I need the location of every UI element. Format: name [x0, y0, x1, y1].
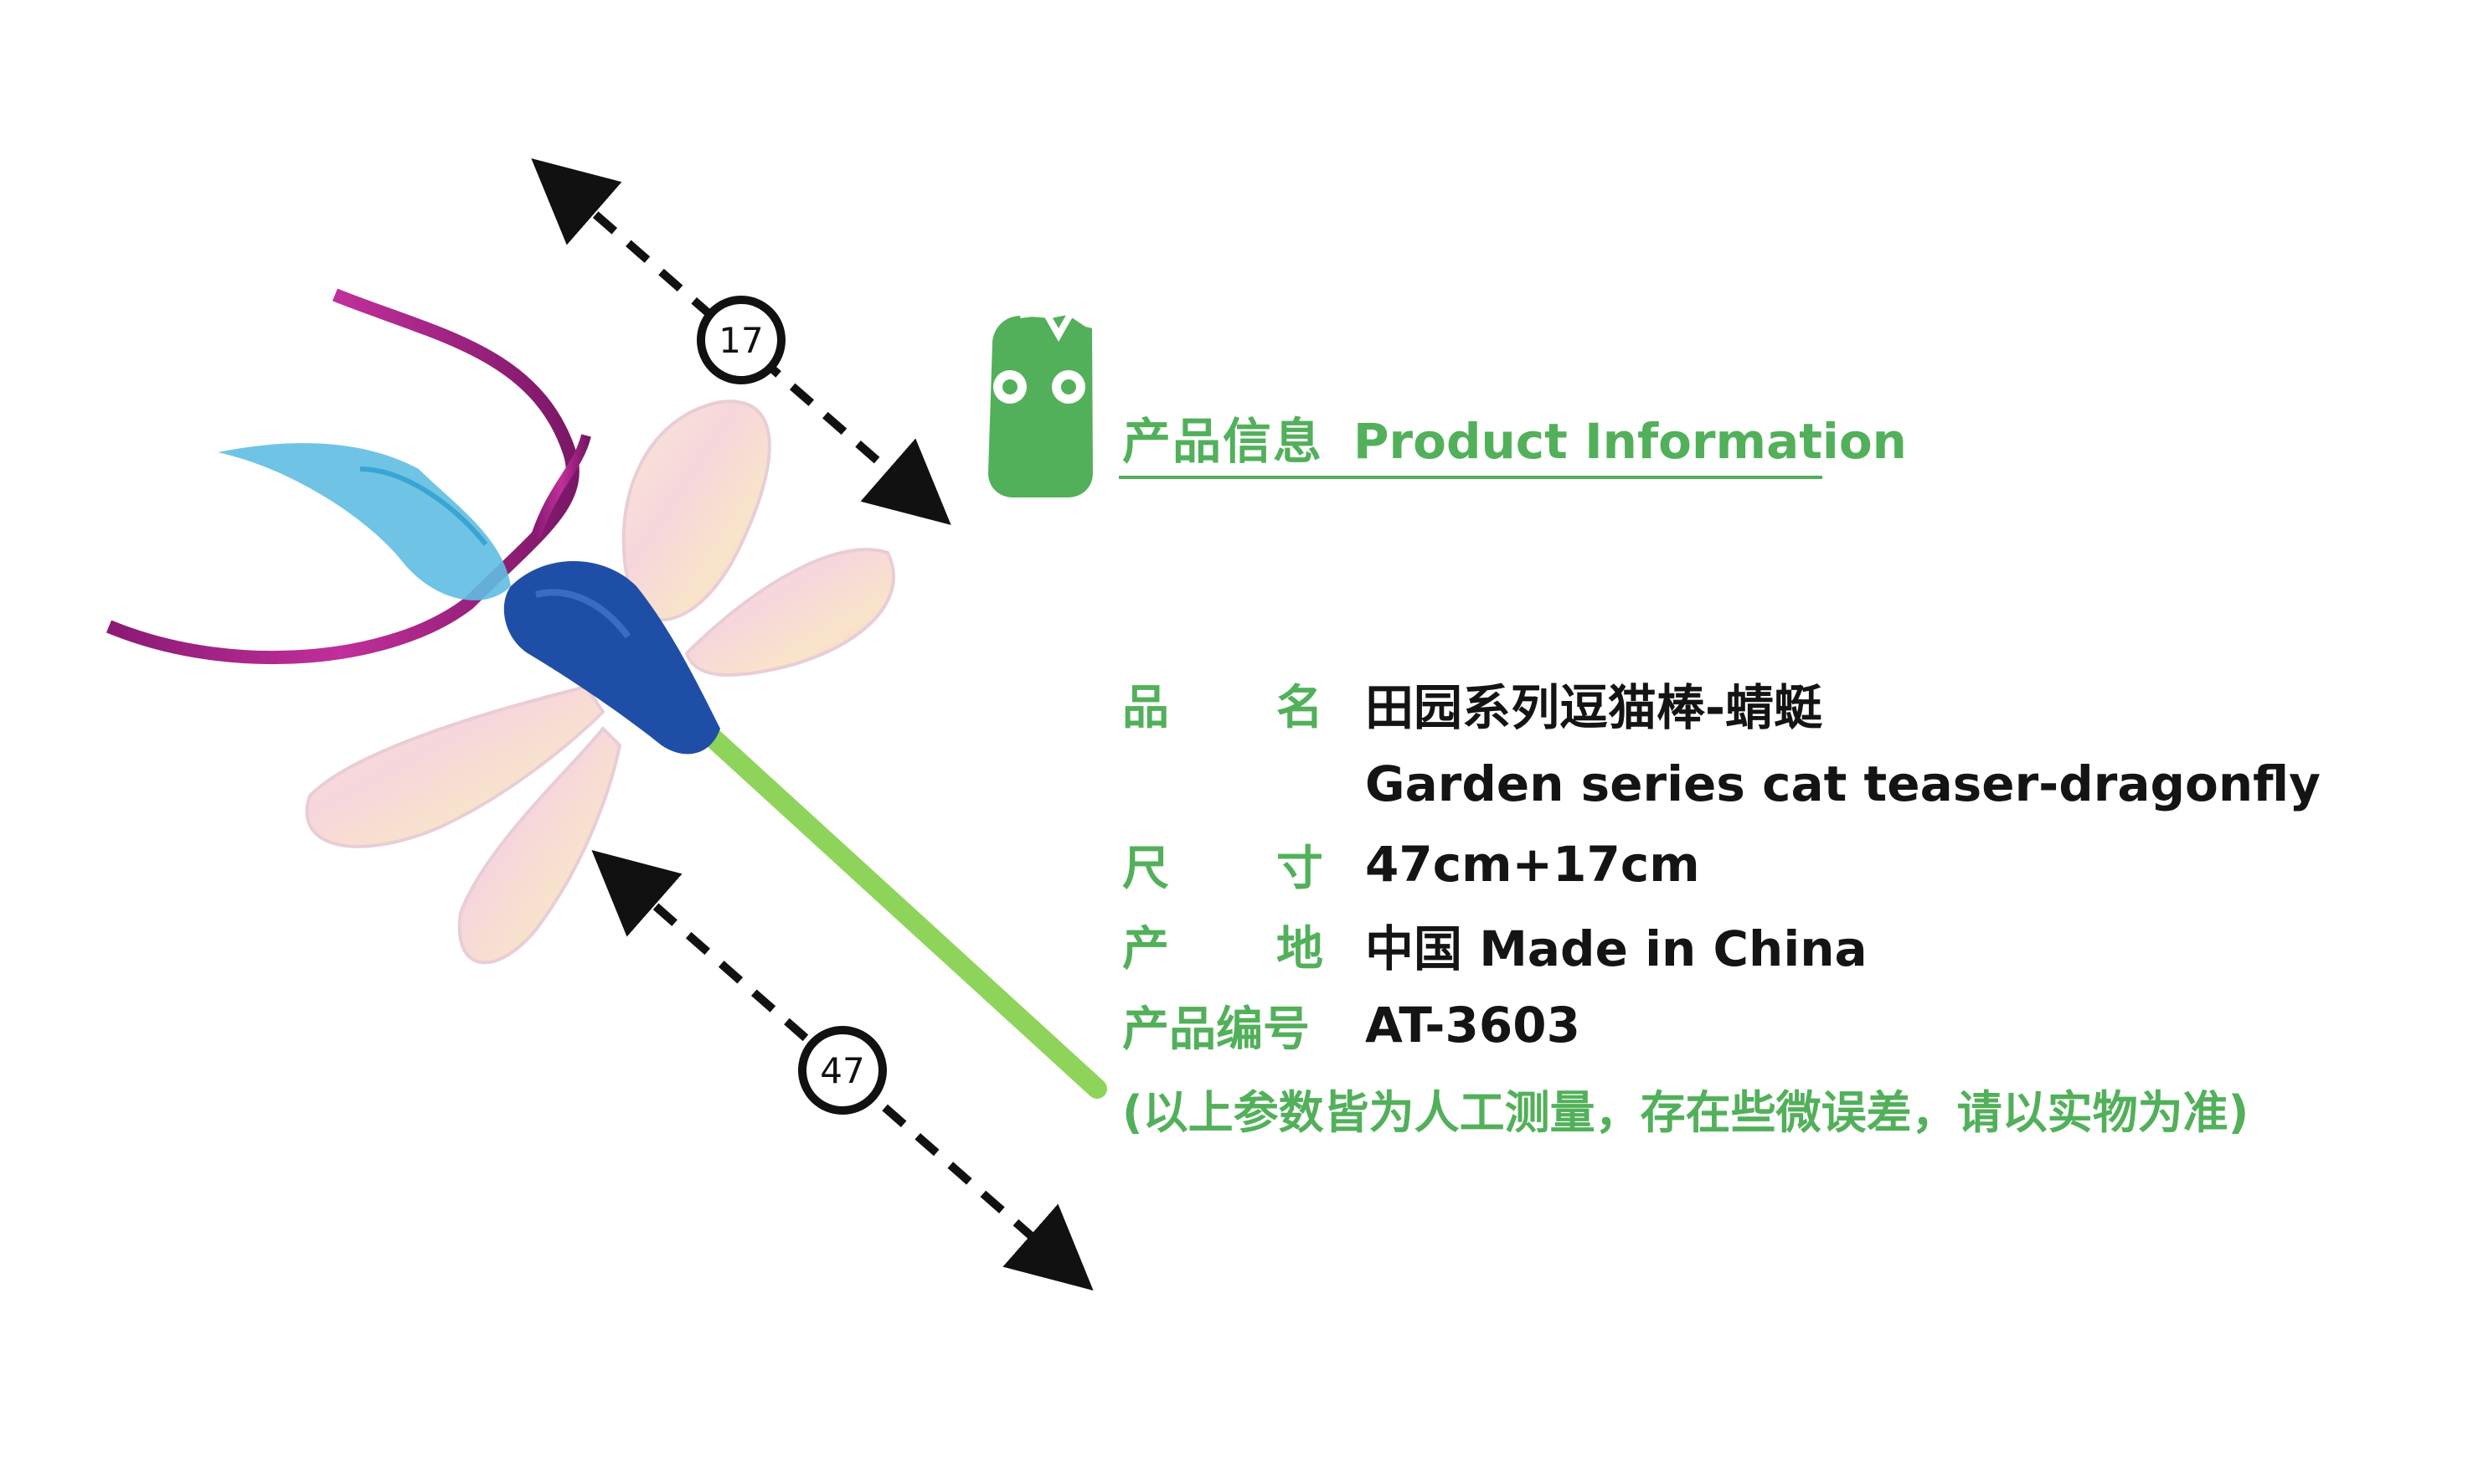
info-row-code: 产品编号 AT-3603: [1122, 992, 1580, 1059]
info-value-code: AT-3603: [1365, 997, 1580, 1054]
info-label-size: 尺 寸: [1122, 831, 1323, 899]
info-row-origin: 产 地 中国 Made in China: [1122, 911, 1868, 978]
toy-ribbon: [531, 434, 591, 538]
toy-feather: [218, 443, 511, 600]
info-value-name-cn: 田园系列逗猫棒-蜻蜓: [1365, 679, 1823, 736]
info-label-char: 名: [1276, 680, 1323, 735]
info-label-origin: 产 地: [1122, 911, 1323, 979]
top-dimension-arrow: 17: [531, 158, 951, 525]
info-label-char: 尺: [1122, 841, 1169, 896]
info-row-name-en: Garden series cat teaser-dragonfly: [1122, 750, 2321, 817]
info-header: 产品信息 Product Information: [1122, 402, 1907, 470]
info-label-code: 产品编号: [1122, 992, 1323, 1059]
info-row-size: 尺 寸 47cm+17cm: [1122, 831, 1700, 898]
info-label-char: 品: [1122, 680, 1169, 735]
green-cat-head-icon: [988, 307, 1094, 497]
toy-body-texture: [535, 589, 631, 639]
info-label-char: 产: [1122, 921, 1169, 976]
toy-feather-shaft: [359, 466, 488, 546]
header-underline: [1119, 476, 1822, 479]
header-title-cn: 产品信息: [1122, 413, 1324, 470]
toy-stick: [702, 727, 1107, 1099]
dragonfly-toy-image: [106, 288, 1107, 1099]
bottom-dimension-label: 47: [820, 1050, 864, 1091]
info-label-name: 品 名: [1122, 670, 1323, 738]
top-dimension-badge: [697, 296, 786, 384]
toy-wing: [305, 684, 605, 848]
info-label-text: 产品编号: [1122, 1002, 1310, 1057]
toy-body: [503, 561, 720, 755]
info-label-char: 地: [1276, 921, 1323, 976]
measurement-disclaimer: (以上参数皆为人工测量，存在些微误差，请以实物为准): [1122, 1086, 2249, 1139]
info-row-name: 品 名 田园系列逗猫棒-蜻蜓: [1122, 670, 1822, 737]
info-value-name-en: Garden series cat teaser-dragonfly: [1365, 755, 2321, 812]
bottom-dimension-badge: [798, 1026, 887, 1115]
toy-wing: [684, 548, 895, 677]
info-value-size: 47cm+17cm: [1365, 836, 1700, 893]
info-label-char: 寸: [1276, 841, 1323, 896]
bottom-dimension-arrow: 47: [591, 850, 1094, 1291]
top-dimension-label: 17: [719, 320, 763, 361]
header-title-en: Product Information: [1353, 413, 1907, 470]
toy-wing: [621, 399, 771, 622]
toy-wing: [457, 726, 622, 965]
info-value-origin: 中国 Made in China: [1365, 920, 1868, 977]
